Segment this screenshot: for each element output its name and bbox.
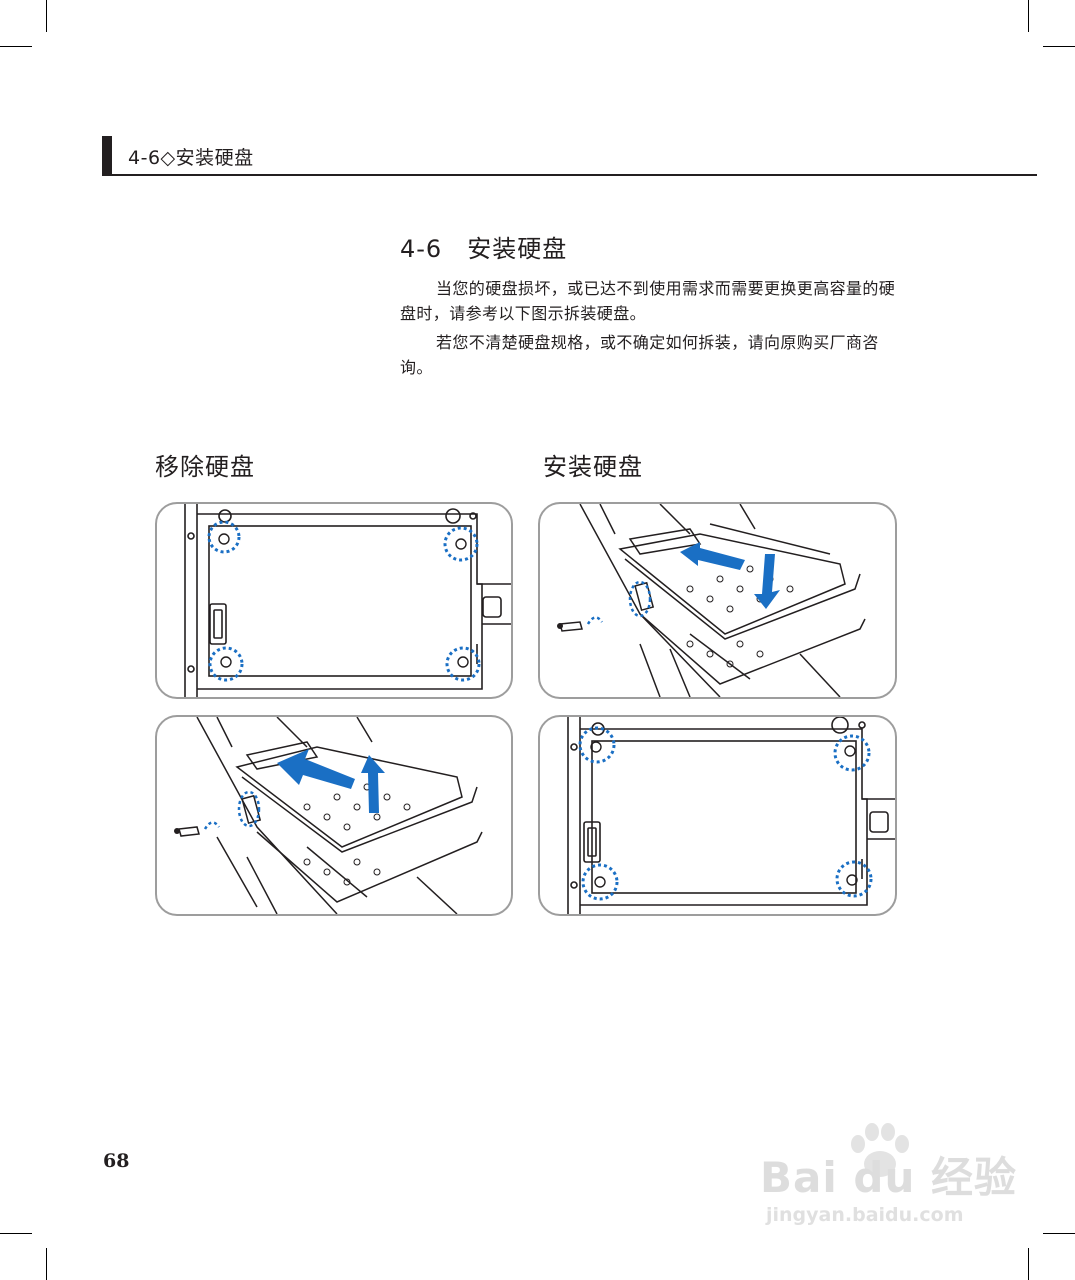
- screw-highlight-icon: [578, 726, 873, 901]
- paragraph: 当您的硬盘损坏，或已达不到使用需求而需要更换更高容量的硬盘时，请参考以下图示拆装…: [400, 279, 896, 323]
- figure-install-step2: [538, 715, 897, 916]
- crop-mark: [1028, 0, 1029, 32]
- drive-lift-illustration: [174, 717, 483, 914]
- screw-highlight-icon: [207, 520, 481, 682]
- crop-mark: [46, 0, 47, 32]
- crop-mark: [1028, 1248, 1029, 1280]
- watermark: Bai du 经验 jingyan.baidu.com: [760, 1122, 1020, 1232]
- watermark-url: jingyan.baidu.com: [766, 1204, 964, 1226]
- section-title: 4-6 安装硬盘: [400, 235, 568, 263]
- figure-remove-step2: [155, 715, 513, 916]
- arrow-icon: [680, 542, 780, 609]
- page-number: 68: [103, 1150, 130, 1172]
- arrow-icon: [277, 749, 385, 813]
- crop-mark: [1043, 46, 1075, 47]
- tray-top-illustration: [567, 717, 895, 914]
- drive-insert-illustration: [557, 504, 866, 697]
- screw-highlight-icon: [586, 580, 652, 625]
- paw-icon: [851, 1123, 909, 1177]
- running-header: 4-6◇安装硬盘: [128, 147, 254, 169]
- crop-mark: [1043, 1233, 1075, 1234]
- crop-mark: [46, 1248, 47, 1280]
- watermark-brand: Bai du 经验: [760, 1153, 1017, 1202]
- tray-top-illustration: [184, 504, 511, 697]
- crop-mark: [0, 1233, 32, 1234]
- crop-mark: [0, 46, 32, 47]
- screw-highlight-icon: [203, 790, 261, 830]
- figure-remove-step1: [155, 502, 513, 699]
- subtitle-remove: 移除硬盘: [155, 453, 255, 481]
- screw-icon: [590, 741, 858, 888]
- header-rule: [102, 174, 1037, 176]
- screw-icon: [218, 533, 469, 668]
- paragraph: 若您不清楚硬盘规格，或不确定如何拆装，请向原购买厂商咨询。: [400, 333, 879, 377]
- mount-holes: [303, 783, 411, 886]
- header-bar: [102, 136, 112, 176]
- subtitle-install: 安装硬盘: [543, 453, 643, 481]
- figure-install-step1: [538, 502, 897, 699]
